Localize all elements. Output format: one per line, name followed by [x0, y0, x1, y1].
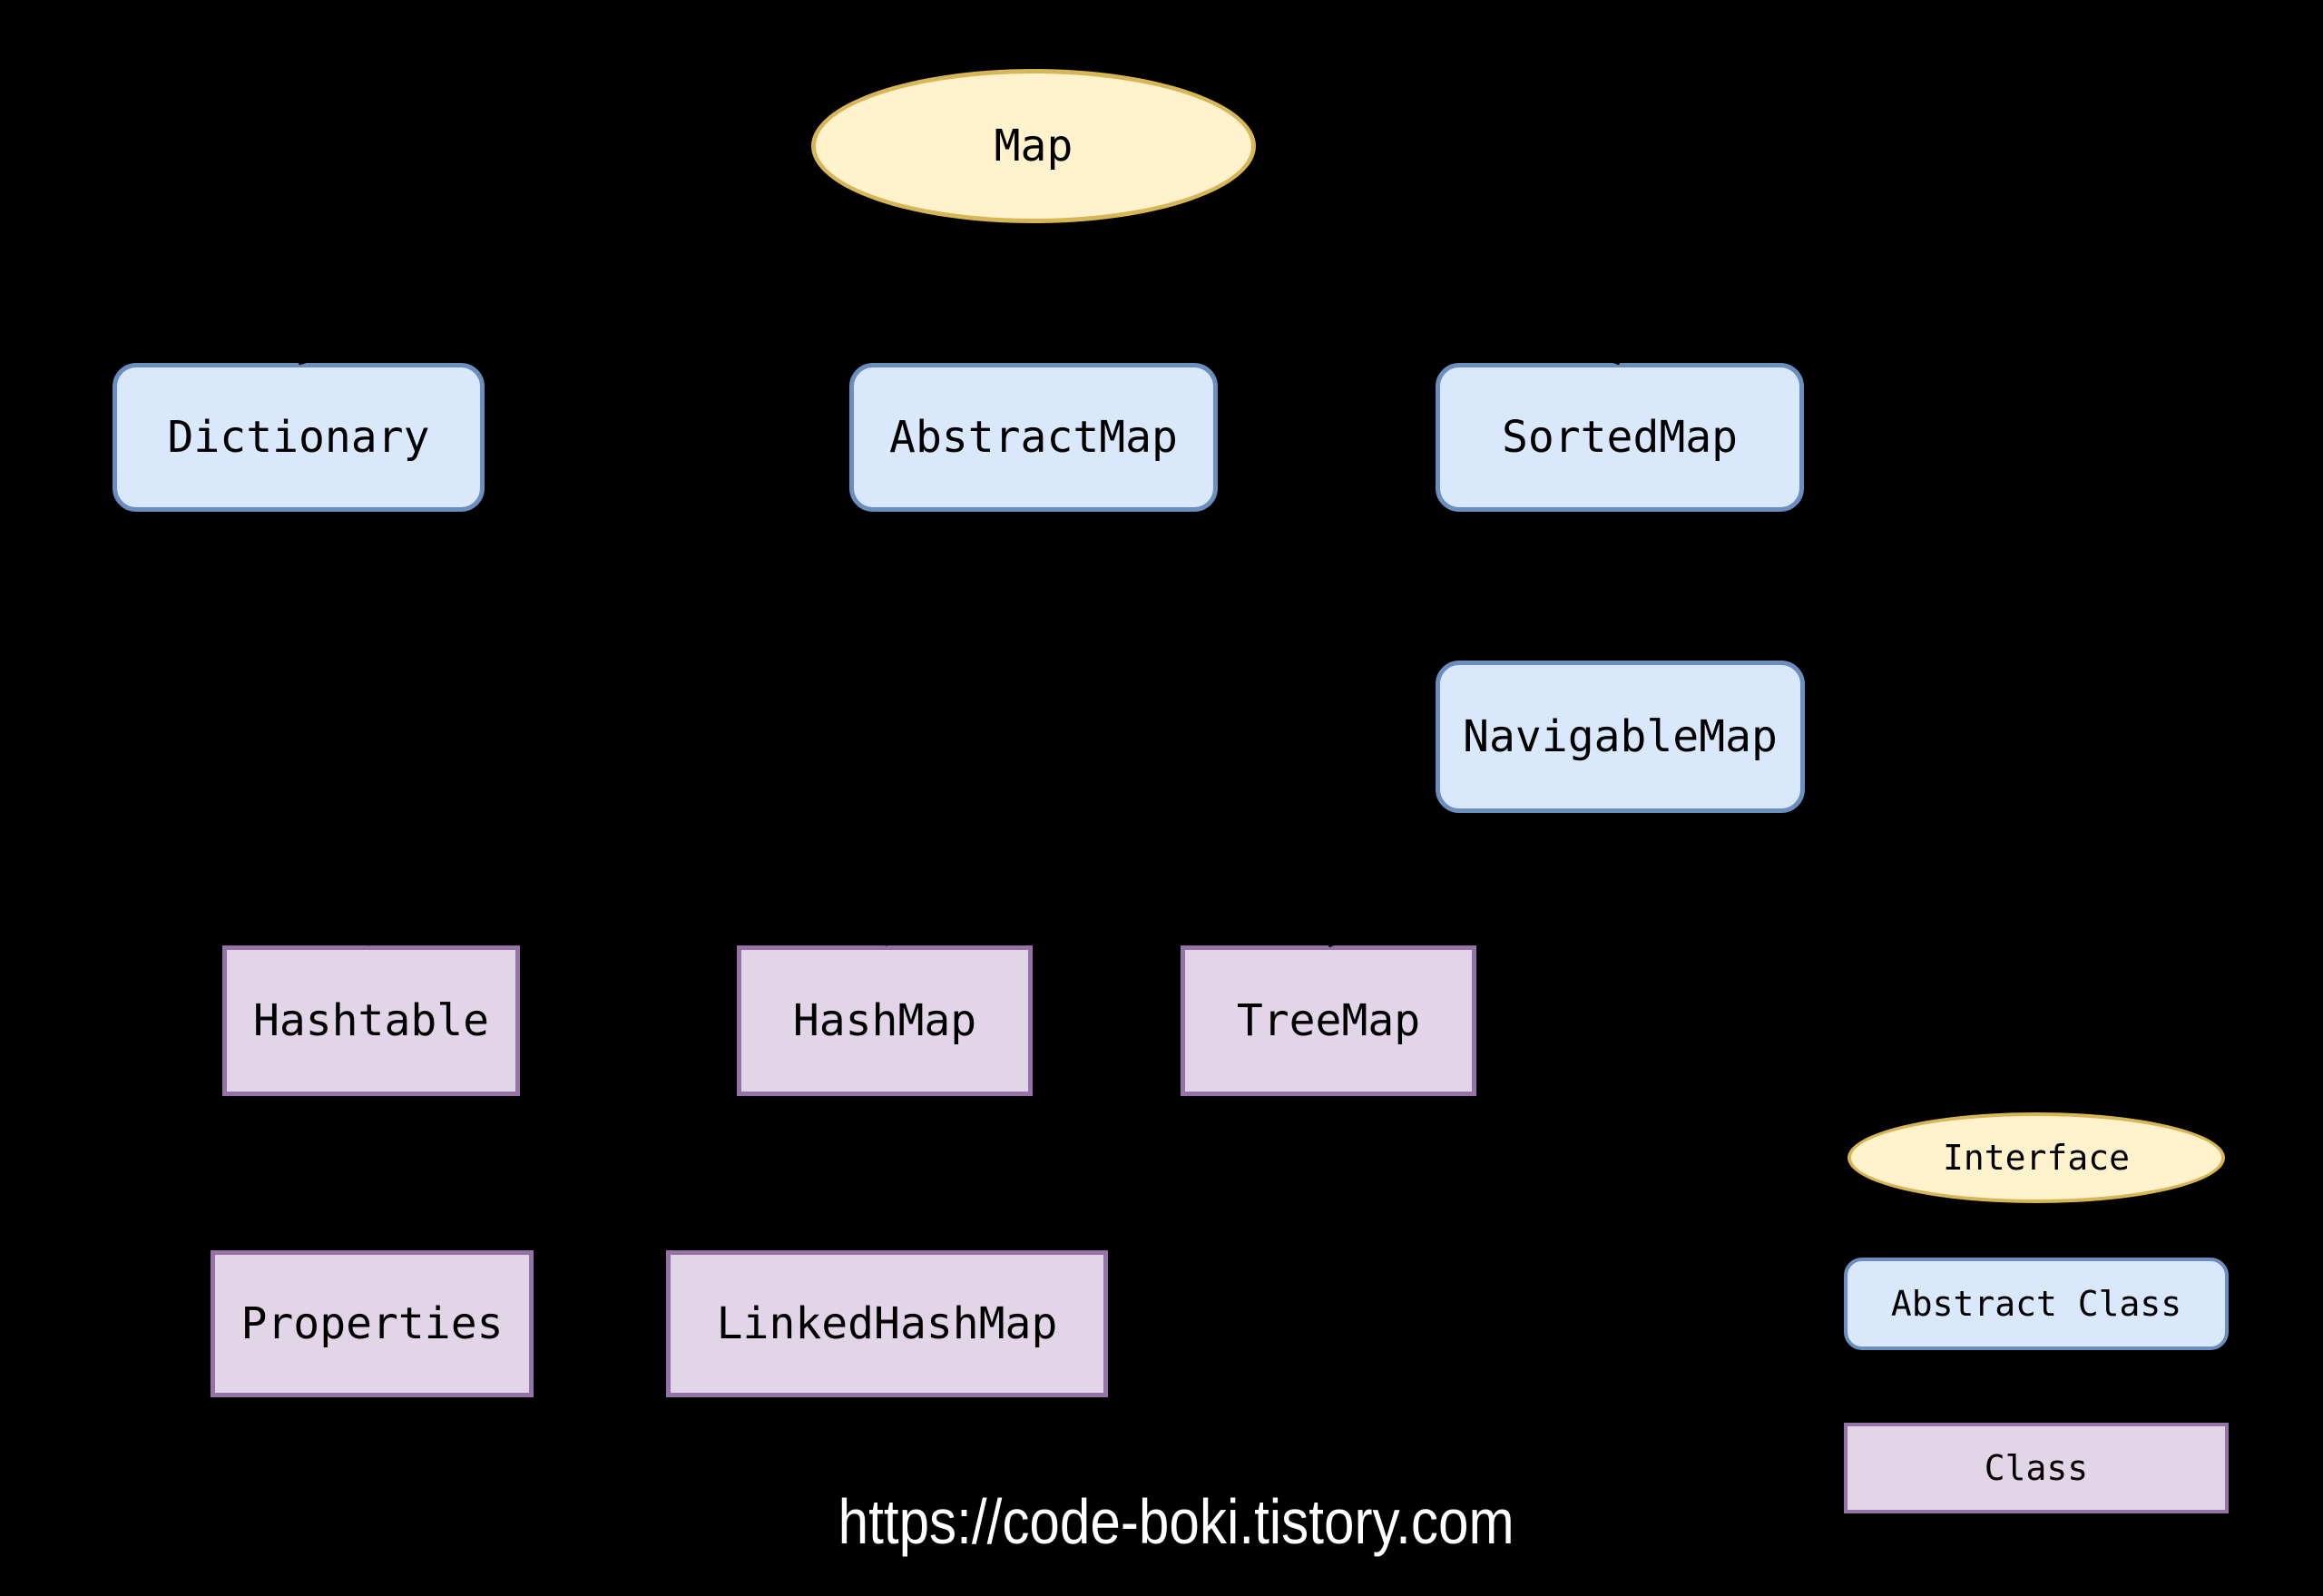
footer-url-text: https://code-boki.tistory.com — [838, 1486, 1514, 1557]
node-navigablemap-label: NavigableMap — [1463, 711, 1778, 762]
node-map: Map — [811, 69, 1256, 223]
legend-interface-shape: Interface — [1848, 1112, 2225, 1203]
legend-abstract-class-shape: Abstract Class — [1844, 1258, 2229, 1350]
node-abstractmap-label: AbstractMap — [889, 412, 1178, 463]
node-abstractmap: AbstractMap — [849, 363, 1218, 512]
node-hashmap-label: HashMap — [792, 995, 977, 1046]
footer-url: https://code-boki.tistory.com — [632, 1481, 1720, 1562]
legend-interface-label: Interface — [1943, 1138, 2130, 1178]
edge-linkedhashmap-hashmap — [873, 1098, 897, 1251]
node-linkedhashmap: LinkedHashMap — [666, 1250, 1108, 1397]
node-linkedhashmap-label: LinkedHashMap — [716, 1298, 1058, 1349]
node-dictionary-label: Dictionary — [167, 412, 430, 463]
node-dictionary: Dictionary — [113, 363, 485, 512]
edge-hashmap-abstractmap — [882, 514, 1036, 946]
node-sortedmap-label: SortedMap — [1501, 412, 1739, 463]
node-treemap: TreeMap — [1181, 945, 1476, 1096]
node-map-label: Map — [994, 121, 1073, 171]
edge-sortedmap-map — [1184, 201, 1621, 366]
node-properties-label: Properties — [240, 1298, 504, 1349]
edge-hashtable-dictionary — [291, 514, 374, 946]
legend-class-shape: Class — [1844, 1423, 2229, 1513]
node-hashtable: Hashtable — [222, 945, 520, 1096]
node-properties: Properties — [211, 1250, 534, 1397]
node-hashtable-label: Hashtable — [252, 995, 490, 1046]
legend-abstract-class-label: Abstract Class — [1890, 1284, 2182, 1324]
node-sortedmap: SortedMap — [1436, 363, 1804, 512]
edge-dictionary-map — [298, 193, 866, 366]
node-navigablemap: NavigableMap — [1436, 661, 1805, 813]
node-hashmap: HashMap — [737, 945, 1033, 1096]
legend-class-label: Class — [1984, 1448, 2089, 1488]
node-treemap-label: TreeMap — [1236, 995, 1421, 1046]
edge-treemap-navigablemap — [1327, 814, 1622, 948]
edge-properties-hashtable — [359, 1098, 384, 1251]
